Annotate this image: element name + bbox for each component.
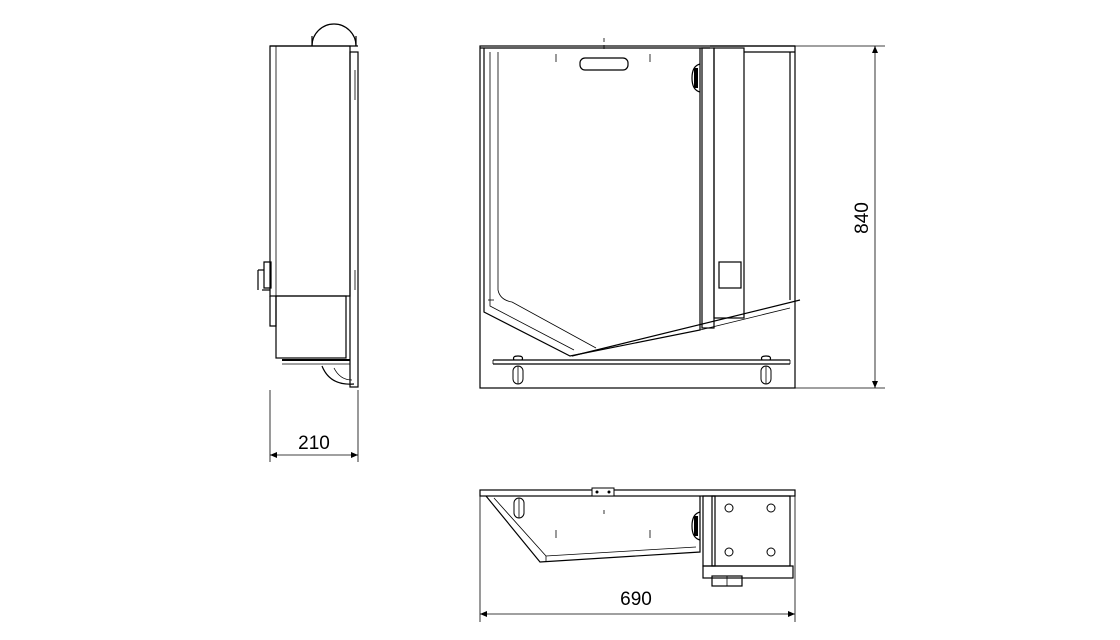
mount-hole xyxy=(724,547,734,557)
front-handle-slot xyxy=(579,57,629,71)
front-wheel-left xyxy=(512,355,524,385)
dim-label-840: 840 xyxy=(852,202,873,234)
top-rail xyxy=(479,489,796,497)
side-back-plate xyxy=(349,51,359,388)
top-hopper xyxy=(485,495,701,563)
dim-label-690: 690 xyxy=(620,589,652,610)
top-view: 690 xyxy=(479,487,796,622)
mount-hole xyxy=(766,503,776,513)
front-frame xyxy=(479,45,796,389)
side-handle xyxy=(263,261,272,289)
top-knob xyxy=(691,511,701,541)
dim-label-210: 210 xyxy=(298,433,330,454)
front-small-window xyxy=(718,261,742,289)
top-mount-plate xyxy=(711,495,791,567)
front-wheel-right xyxy=(760,355,772,385)
top-wheel xyxy=(513,497,525,519)
side-wheel xyxy=(321,365,355,385)
front-view: 840 xyxy=(479,38,885,389)
side-body xyxy=(269,45,351,297)
mount-hole xyxy=(766,547,776,557)
side-dome xyxy=(311,23,357,47)
mount-hole xyxy=(724,503,734,513)
top-latch xyxy=(591,487,615,497)
front-hopper xyxy=(483,48,701,357)
side-view: 210 xyxy=(257,23,359,462)
front-knob xyxy=(691,63,701,93)
front-column xyxy=(713,47,745,319)
